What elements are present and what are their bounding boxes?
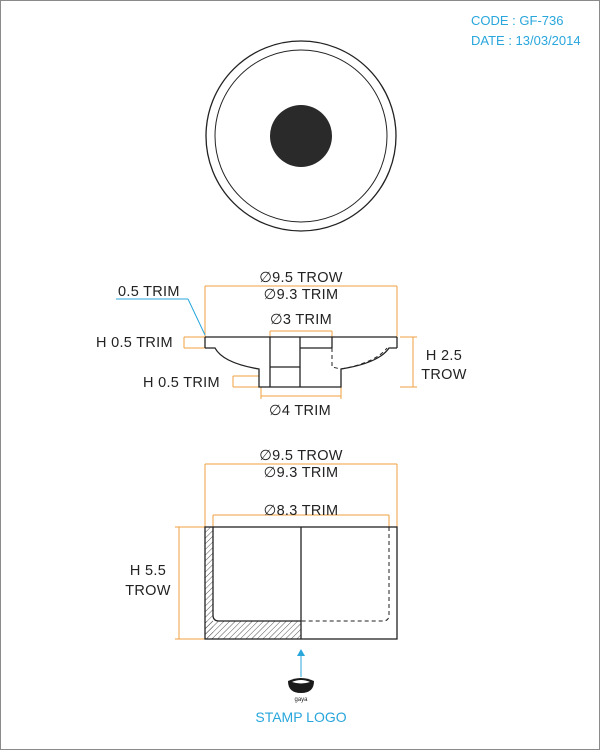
base-diameter-label: ∅4 TRIM — [269, 403, 331, 419]
cup-dimension-lines — [175, 463, 398, 640]
arrow-up-icon — [297, 649, 305, 656]
cup-view: ∅9.5 TROW ∅9.3 TRIM ∅8.3 TRIM H 5.5 TROW — [125, 448, 398, 640]
lip-trim-label: 0.5 TRIM — [118, 284, 180, 300]
section-view: ∅9.5 TROW ∅9.3 TRIM 0.5 TRIM ∅3 TRIM H 0… — [96, 270, 467, 419]
stamp-logo-callout: gaya STAMP LOGO — [255, 649, 347, 725]
hole-diameter-label: ∅3 TRIM — [270, 312, 332, 328]
stamp-logo-label: STAMP LOGO — [255, 709, 346, 725]
center-hole — [270, 105, 332, 167]
outer-rim-circle — [205, 40, 397, 232]
total-height-label-2: TROW — [421, 367, 467, 383]
cavity-diameter-label: ∅8.3 TRIM — [264, 503, 339, 519]
top-height-label: H 0.5 TRIM — [96, 335, 173, 351]
lid-hidden-line — [331, 347, 388, 370]
cup-hidden-line — [301, 527, 390, 622]
cup-inner-diameter-label: ∅9.3 TRIM — [264, 465, 339, 481]
code-label: CODE : GF-736 — [471, 13, 564, 28]
date-label: DATE : 13/03/2014 — [471, 33, 581, 48]
trim-leader — [187, 298, 206, 336]
bottom-height-label: H 0.5 TRIM — [143, 375, 220, 391]
cup-height-label-1: H 5.5 — [130, 563, 166, 579]
cup-outer-diameter-label: ∅9.5 TROW — [259, 448, 343, 464]
lid-outline — [204, 336, 398, 388]
title-block: CODE : GF-736 DATE : 13/03/2014 — [471, 11, 581, 51]
total-height-label-1: H 2.5 — [426, 348, 462, 364]
cup-height-label-2: TROW — [125, 583, 171, 599]
top-view — [205, 40, 397, 232]
stamp-logo-icon — [288, 678, 314, 693]
cup-outline — [204, 526, 398, 640]
section-dimension-lines — [183, 285, 417, 399]
stamp-logo-text: gaya — [294, 697, 308, 703]
outer-diameter-label: ∅9.5 TROW — [259, 270, 343, 286]
inner-diameter-label: ∅9.3 TRIM — [264, 287, 339, 303]
cup-base-hatch — [205, 621, 301, 639]
inner-rim-circle — [214, 49, 388, 223]
cup-wall-hatch — [205, 527, 213, 639]
